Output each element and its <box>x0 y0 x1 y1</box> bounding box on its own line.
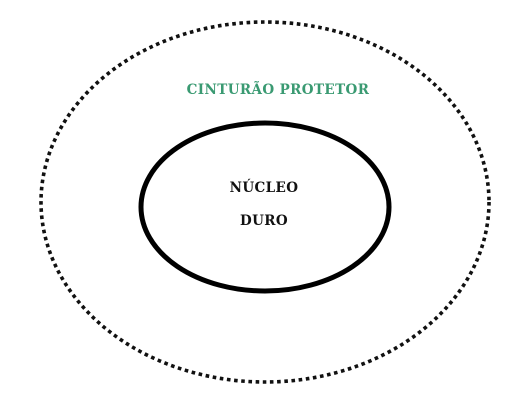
protective-belt-ellipse <box>39 20 491 384</box>
hard-core-label-line2: DURO <box>240 213 288 229</box>
hard-core-label-line1: NÚCLEO <box>230 179 299 196</box>
protective-belt-label: CINTURÃO PROTETOR <box>187 82 370 98</box>
hard-core-ellipse <box>138 120 392 294</box>
